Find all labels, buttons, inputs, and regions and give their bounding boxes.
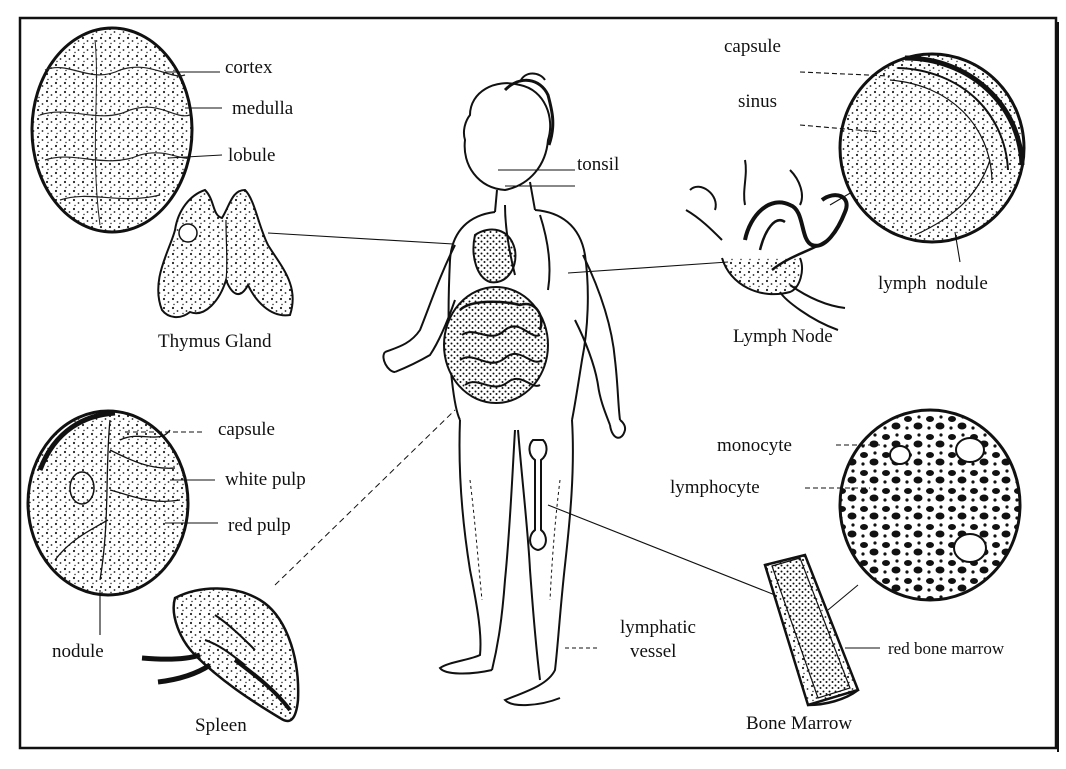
label-red-bone-marrow: red bone marrow — [888, 640, 1004, 657]
label-spleen-capsule: capsule — [218, 420, 275, 439]
label-red-pulp: red pulp — [228, 516, 291, 535]
caption-thymus-gland: Thymus Gland — [158, 332, 271, 351]
label-lymph-nodule: lymph nodule — [878, 274, 988, 293]
lymph-node-section-circle — [840, 54, 1024, 242]
label-monocyte: monocyte — [717, 436, 792, 455]
label-lymphatic: lymphatic — [620, 618, 696, 637]
caption-bone-marrow: Bone Marrow — [746, 714, 852, 733]
label-lymph-capsule: capsule — [724, 37, 781, 56]
label-lymphocyte: lymphocyte — [670, 478, 760, 497]
spleen-to-body-line — [275, 410, 455, 585]
label-nodule: nodule — [52, 642, 104, 661]
thymus-section-circle — [32, 28, 192, 232]
spleen-section-circle — [28, 411, 188, 595]
bone-marrow-drawing — [765, 555, 858, 705]
spleen-drawing — [142, 588, 298, 721]
label-lobule: lobule — [228, 146, 276, 165]
thymus-to-body-line — [268, 233, 470, 245]
label-tonsil: tonsil — [577, 155, 619, 174]
caption-lymph-node: Lymph Node — [733, 327, 833, 346]
label-sinus: sinus — [738, 92, 777, 111]
lymph-node-to-body-line — [568, 262, 728, 273]
label-vessel: vessel — [630, 642, 676, 661]
bone-to-marrow-line — [548, 505, 775, 595]
lymph-node-drawing — [686, 160, 847, 330]
label-cortex: cortex — [225, 58, 272, 77]
caption-spleen: Spleen — [195, 716, 247, 735]
label-white-pulp: white pulp — [225, 470, 306, 489]
label-medulla: medulla — [232, 99, 293, 118]
thymus-gland-drawing — [158, 190, 292, 317]
bone-marrow-cells-circle — [840, 410, 1020, 600]
